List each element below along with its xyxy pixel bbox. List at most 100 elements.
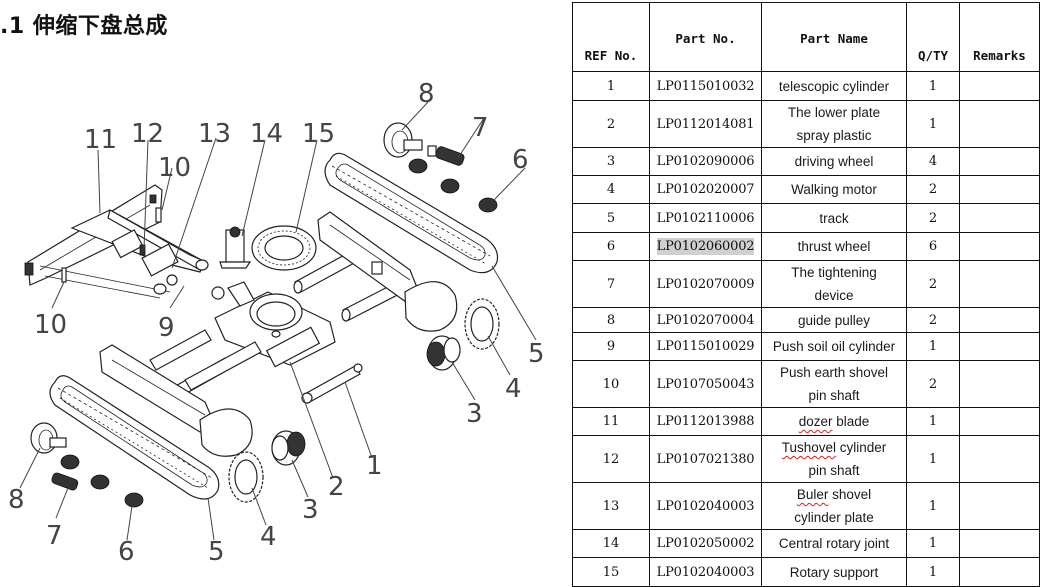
cell-qty[interactable]: 2	[906, 175, 960, 204]
cell-part-name[interactable]: driving wheel	[761, 147, 907, 176]
cell-ref-no[interactable]: 7	[572, 260, 650, 308]
cell-remarks[interactable]	[959, 482, 1040, 530]
pin-shaft-drawing	[61, 267, 67, 283]
cell-ref-no[interactable]: 1	[572, 71, 650, 101]
cell-remarks[interactable]	[959, 307, 1040, 333]
cell-remarks[interactable]	[959, 557, 1040, 587]
cell-remarks[interactable]	[959, 435, 1040, 483]
part-name-rest: shovel	[828, 487, 872, 502]
cell-ref-no[interactable]: 13	[572, 482, 650, 530]
cell-remarks[interactable]	[959, 100, 1040, 148]
cell-ref-no[interactable]: 3	[572, 147, 650, 176]
driving-wheel-drawing	[271, 430, 306, 466]
cell-ref-no[interactable]: 5	[572, 203, 650, 233]
cell-remarks[interactable]	[959, 71, 1040, 101]
cell-qty[interactable]: 1	[906, 71, 960, 101]
part-name-line: guide pulley	[797, 312, 871, 328]
part-no-text: LP0102090006	[656, 154, 755, 169]
cell-remarks[interactable]	[959, 232, 1040, 261]
cell-qty[interactable]: 1	[906, 557, 960, 587]
tightening-device-drawing	[427, 145, 465, 166]
cell-remarks[interactable]	[959, 147, 1040, 176]
cylinder-pin-shaft-drawing	[139, 244, 146, 256]
cell-part-no[interactable]: LP0112014081	[649, 100, 762, 148]
cell-ref-no[interactable]: 15	[572, 557, 650, 587]
cell-part-no[interactable]: LP0102070009	[649, 260, 762, 308]
cell-qty[interactable]: 2	[906, 260, 960, 308]
track-drawing	[324, 152, 499, 274]
cell-part-no[interactable]: LP0102050002	[649, 529, 762, 558]
leader-lines	[19, 101, 537, 541]
cell-ref-no[interactable]: 6	[572, 232, 650, 261]
cell-remarks[interactable]	[959, 332, 1040, 361]
part-name-line: Rotary support	[789, 564, 879, 580]
cell-remarks[interactable]	[959, 175, 1040, 204]
cell-remarks[interactable]	[959, 360, 1040, 408]
cell-qty[interactable]: 1	[906, 332, 960, 361]
cell-part-no[interactable]: LP0102110006	[649, 203, 762, 233]
dozer-blade-drawing	[24, 184, 209, 299]
cell-ref-no[interactable]: 14	[572, 529, 650, 558]
cell-part-name[interactable]: Walking motor	[761, 175, 907, 204]
cell-qty[interactable]: 2	[906, 203, 960, 233]
cell-ref-no[interactable]: 12	[572, 435, 650, 483]
cell-remarks[interactable]	[959, 203, 1040, 233]
cell-part-no[interactable]: LP0102070004	[649, 307, 762, 333]
cell-qty[interactable]: 1	[906, 407, 960, 436]
cell-part-name[interactable]: guide pulley	[761, 307, 907, 333]
cell-part-name[interactable]: dozer blade	[761, 407, 907, 436]
cell-ref-no[interactable]: 2	[572, 100, 650, 148]
tightening-device-drawing	[51, 472, 79, 491]
cell-part-name[interactable]: telescopic cylinder	[761, 71, 907, 101]
cell-part-no[interactable]: LP0102040003	[649, 557, 762, 587]
thrust-wheel-drawing	[408, 158, 498, 213]
cell-part-name[interactable]: Rotary support	[761, 557, 907, 587]
cell-remarks[interactable]	[959, 529, 1040, 558]
cell-part-name[interactable]: Central rotary joint	[761, 529, 907, 558]
cell-ref-no[interactable]: 8	[572, 307, 650, 333]
cell-qty[interactable]: 2	[906, 307, 960, 333]
cell-part-name[interactable]: thrust wheel	[761, 232, 907, 261]
callout-9: 9	[158, 313, 175, 343]
cell-part-no[interactable]: LP0102020007	[649, 175, 762, 204]
part-no-text: LP0115010032	[656, 78, 755, 94]
callout-12: 12	[131, 119, 164, 149]
cell-remarks[interactable]	[959, 260, 1040, 308]
sprocket-drawing	[228, 451, 264, 503]
part-name-line: The tightening	[791, 265, 877, 280]
cell-qty[interactable]: 4	[906, 147, 960, 176]
cell-part-no[interactable]: LP0115010029	[649, 332, 762, 361]
cell-qty[interactable]: 6	[906, 232, 960, 261]
cell-qty[interactable]: 1	[906, 100, 960, 148]
cell-part-no[interactable]: LP0102090006	[649, 147, 762, 176]
cell-part-no[interactable]: LP0107021380	[649, 435, 762, 483]
push-soil-cylinder-drawing	[166, 274, 225, 300]
cell-part-no[interactable]: LP0102060002	[649, 232, 762, 261]
cell-remarks[interactable]	[959, 407, 1040, 436]
callout-5: 5	[528, 339, 545, 369]
track-drawing	[49, 375, 220, 500]
cell-qty[interactable]: 1	[906, 482, 960, 530]
part-name-line: track	[819, 210, 849, 226]
cell-ref-no[interactable]: 11	[572, 407, 650, 436]
cell-qty[interactable]: 2	[906, 360, 960, 408]
cell-part-name[interactable]: track	[761, 203, 907, 233]
cell-part-no[interactable]: LP0107050043	[649, 360, 762, 408]
cell-part-name[interactable]: Push soil oil cylinder	[761, 332, 907, 361]
cell-part-no[interactable]: LP0112013988	[649, 407, 762, 436]
part-no-text: LP0115010029	[656, 339, 755, 354]
cell-qty[interactable]: 1	[906, 435, 960, 483]
cell-ref-no[interactable]: 10	[572, 360, 650, 408]
cell-part-no[interactable]: LP0102040003	[649, 482, 762, 530]
rotary-support-drawing	[251, 225, 317, 271]
cell-ref-no[interactable]: 9	[572, 332, 650, 361]
cell-qty[interactable]: 1	[906, 529, 960, 558]
cell-ref-no[interactable]: 4	[572, 175, 650, 204]
cell-part-no[interactable]: LP0115010032	[649, 71, 762, 101]
